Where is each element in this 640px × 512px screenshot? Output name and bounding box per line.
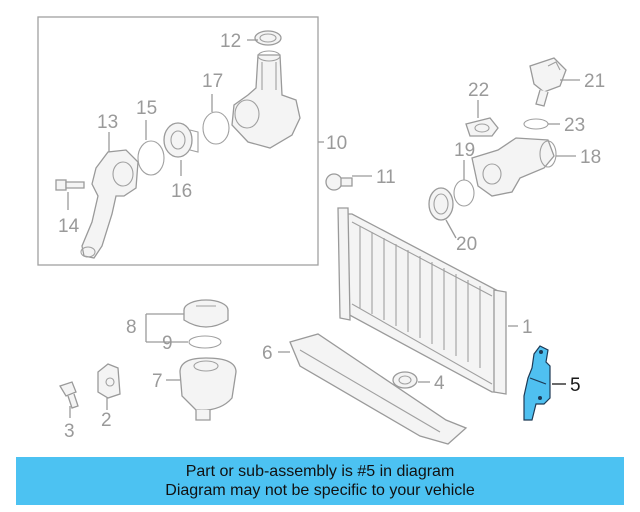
- callout-22: 22: [468, 80, 489, 101]
- callout-10: 10: [326, 133, 347, 154]
- banner-line-2: Diagram may not be specific to your vehi…: [165, 482, 475, 499]
- callout-19: 19: [454, 140, 475, 161]
- callout-5: 5: [570, 375, 581, 396]
- part-20-clamp[interactable]: [428, 187, 454, 221]
- callout-4: 4: [434, 373, 445, 394]
- banner-line-1: Part or sub-assembly is #5 in diagram: [185, 463, 455, 480]
- callout-16: 16: [171, 181, 192, 202]
- part-5-bracket-highlighted[interactable]: [523, 345, 551, 421]
- part-7-coolant-reservoir[interactable]: [179, 357, 237, 421]
- callout-2: 2: [101, 410, 112, 431]
- callout-7: 7: [152, 371, 163, 392]
- part-22-gasket[interactable]: [465, 117, 499, 137]
- info-banner: Part or sub-assembly is #5 in diagram Di…: [16, 457, 624, 505]
- part-1-radiator[interactable]: [337, 207, 507, 395]
- callout-23: 23: [564, 115, 585, 136]
- part-23-clip[interactable]: [523, 118, 549, 130]
- part-17-o-ring[interactable]: [202, 111, 230, 145]
- part-8-reservoir-cap[interactable]: [183, 299, 229, 328]
- part-18-coolant-flange[interactable]: [471, 137, 557, 197]
- callout-3: 3: [64, 421, 75, 442]
- part-6-air-duct[interactable]: [289, 333, 468, 445]
- callout-1: 1: [522, 317, 533, 338]
- callout-18: 18: [580, 147, 601, 168]
- part-3-bolt[interactable]: [59, 381, 79, 409]
- part-16-thermostat[interactable]: [163, 122, 199, 158]
- callout-13: 13: [97, 112, 118, 133]
- callout-14: 14: [58, 216, 80, 237]
- callout-9: 9: [162, 333, 173, 354]
- parts-diagram: 12 17 15 13 16 14 10 11 22 21 23 18 19 2…: [37, 16, 605, 445]
- part-2-bracket[interactable]: [97, 363, 121, 399]
- part-15-seal-ring[interactable]: [137, 140, 165, 176]
- thermostat-group-box: [37, 16, 319, 266]
- callout-21: 21: [584, 71, 605, 92]
- callout-17: 17: [202, 71, 223, 92]
- part-21-temperature-sensor[interactable]: [529, 57, 567, 107]
- callout-11: 11: [376, 167, 396, 188]
- part-11-bolt[interactable]: [325, 173, 353, 191]
- callout-15: 15: [136, 98, 157, 119]
- part-14-bolt[interactable]: [55, 179, 85, 191]
- callout-12: 12: [220, 31, 241, 52]
- part-4-grommet[interactable]: [392, 371, 418, 389]
- part-19-seal-ring[interactable]: [453, 179, 475, 207]
- part-12-seal[interactable]: [254, 30, 282, 46]
- part-13-thermostat-cover[interactable]: [80, 149, 139, 259]
- callout-20: 20: [456, 234, 477, 255]
- part-9-o-ring[interactable]: [188, 335, 222, 349]
- leader-lines: [67, 39, 580, 418]
- part-10-water-outlet[interactable]: [231, 50, 301, 149]
- callout-6: 6: [262, 343, 273, 364]
- callout-8: 8: [126, 317, 137, 338]
